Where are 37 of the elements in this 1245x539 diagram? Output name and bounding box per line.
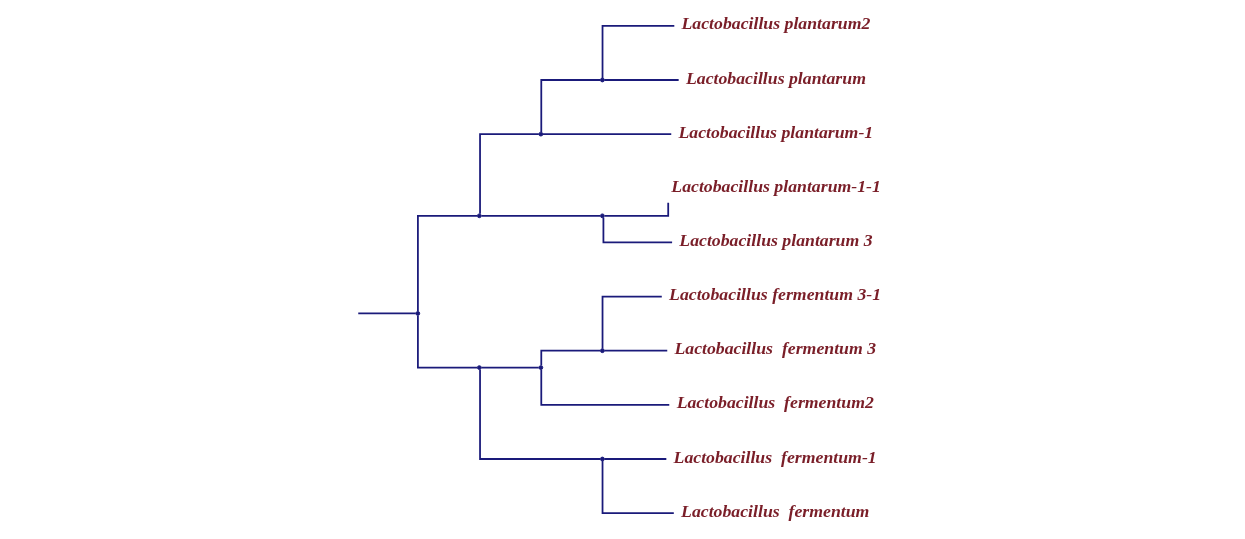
connector bbox=[601, 460, 675, 515]
node-point bbox=[476, 365, 482, 370]
connector bbox=[417, 314, 479, 369]
connector bbox=[603, 349, 669, 352]
node-text: Lactobacillus plantarum-1 bbox=[678, 121, 874, 142]
connector bbox=[540, 79, 602, 133]
node-text: Lactobacillus fermentum 3 bbox=[674, 338, 877, 359]
connector bbox=[602, 216, 673, 244]
connector bbox=[479, 368, 602, 460]
connector bbox=[601, 295, 663, 350]
connector bbox=[417, 214, 479, 313]
node-point bbox=[600, 348, 605, 354]
node-point bbox=[538, 365, 544, 370]
node-point bbox=[476, 213, 482, 219]
node-point bbox=[600, 77, 605, 83]
connector bbox=[542, 133, 673, 136]
node-text: Lactobacillus fermentum2 bbox=[676, 392, 874, 413]
node-point bbox=[415, 311, 421, 316]
connector bbox=[357, 312, 417, 315]
node-text: Lactobacillus fermentum 3-1 bbox=[669, 284, 882, 305]
connector bbox=[603, 458, 668, 460]
connector bbox=[479, 133, 540, 215]
node-point bbox=[600, 213, 605, 219]
node-text: Lactobacillus fermentum bbox=[681, 500, 870, 521]
connector bbox=[540, 349, 602, 367]
node-point bbox=[600, 456, 605, 462]
node-text: Lactobacillus plantarum bbox=[685, 67, 866, 88]
connector bbox=[603, 79, 680, 81]
node-text: Lactobacillus plantarum-1-1 bbox=[671, 175, 881, 196]
connector bbox=[601, 24, 676, 79]
node-text: Lactobacillus plantarum2 bbox=[681, 13, 871, 34]
node-text: Lactobacillus plantarum 3 bbox=[679, 229, 873, 250]
node-text: Lactobacillus fermentum-1 bbox=[673, 446, 877, 467]
connector bbox=[480, 214, 602, 217]
connector bbox=[540, 368, 671, 406]
node-point bbox=[538, 131, 544, 137]
connector bbox=[480, 366, 540, 369]
